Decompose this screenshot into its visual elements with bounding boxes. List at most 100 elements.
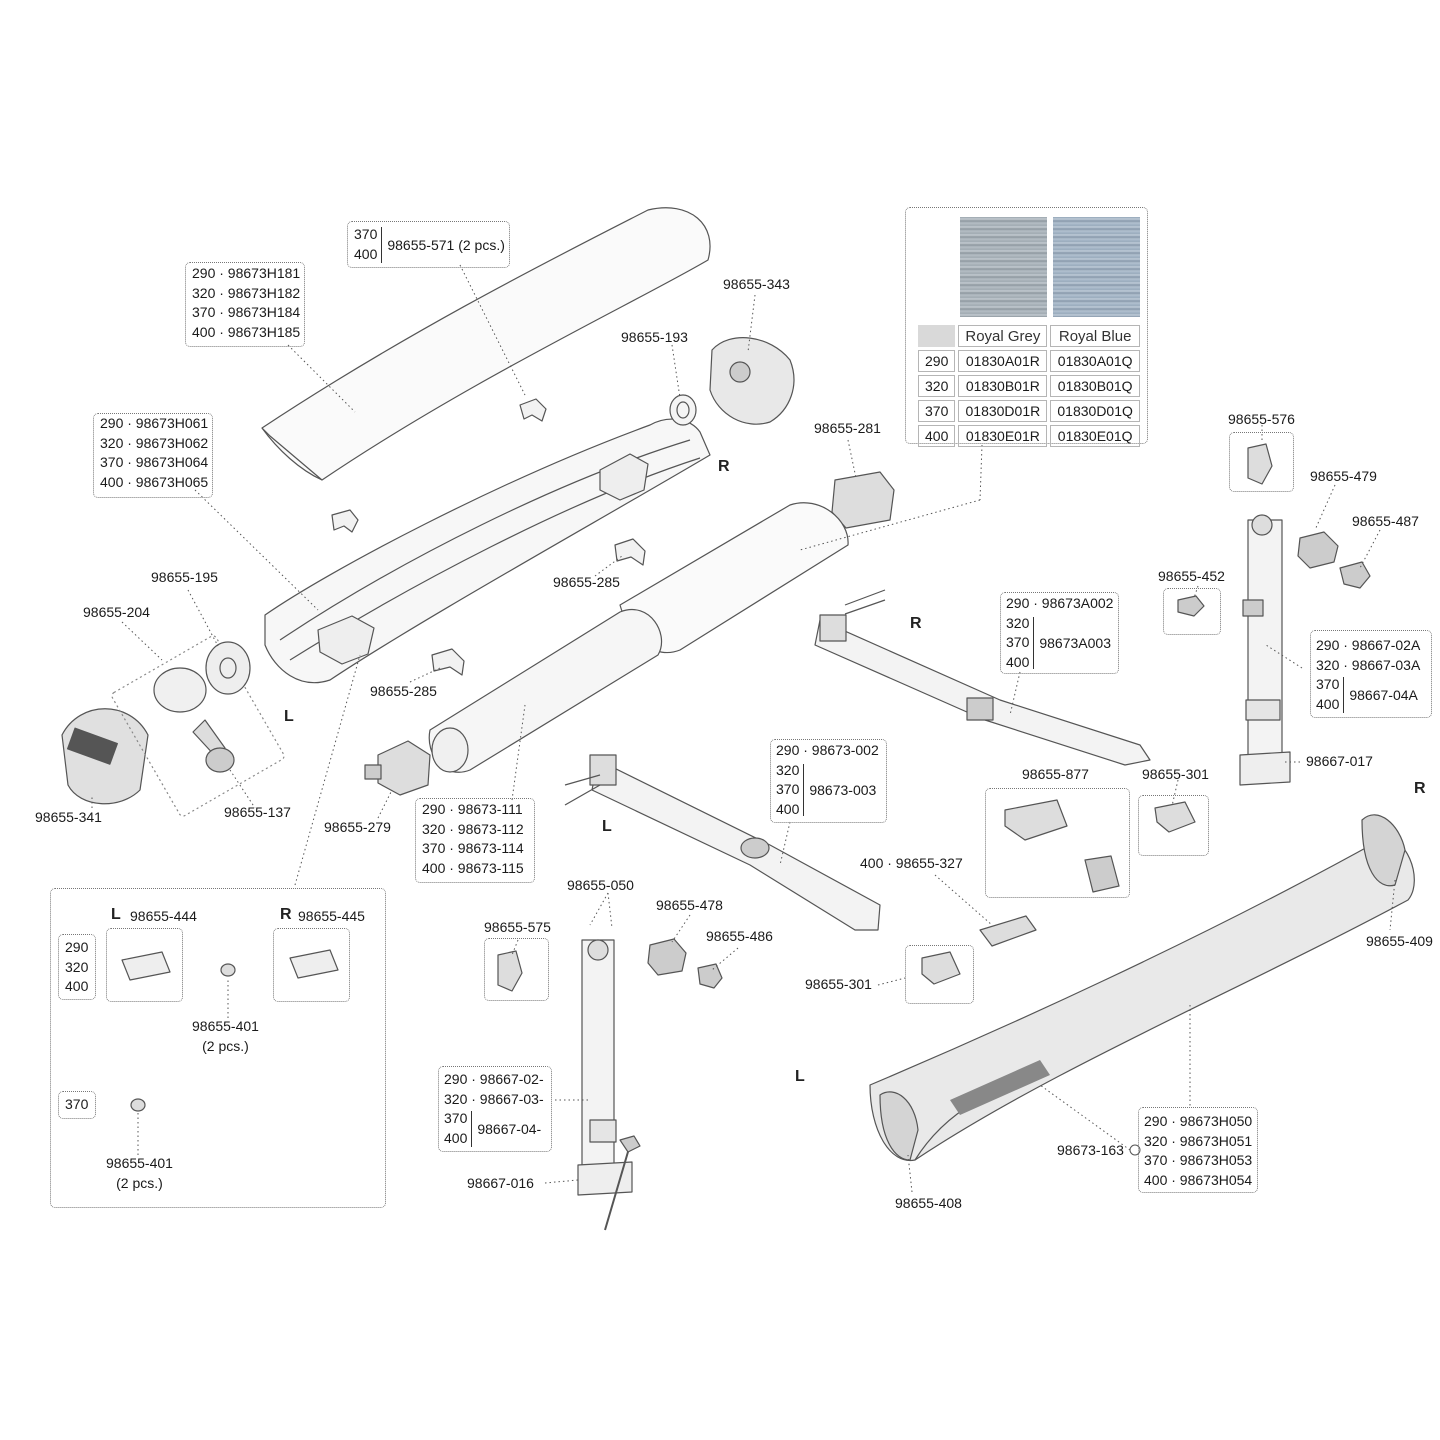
part-label-401: 98655-401 (2 pcs.): [192, 1017, 259, 1056]
roller-plug-r: [831, 471, 895, 529]
royal-blue-swatch: [1053, 217, 1140, 317]
part-label-h05: 290 · 98673H050 320 · 98673H051 370 · 98…: [1144, 1112, 1252, 1190]
part-label-445: 98655-445: [298, 908, 365, 924]
part-box-445: [273, 928, 350, 1002]
fabric-header-grey: Royal Grey: [958, 325, 1048, 347]
part-label-343: 98655-343: [723, 276, 790, 292]
part-label-487: 98655-487: [1352, 513, 1419, 529]
part-code: 290 · 98673H061: [100, 415, 209, 431]
cover-bracket: [519, 398, 547, 422]
part-code: 370 · 98673H184: [192, 304, 301, 320]
fabric-size: 400: [918, 425, 956, 447]
part-qty: (2 pcs.): [202, 1037, 249, 1054]
fabric-table-corner: [918, 325, 956, 347]
bracket-285-b: [431, 648, 465, 676]
arm-right: [814, 619, 1151, 766]
part-code: 290 · 98673-002: [776, 742, 879, 758]
fabric-code-grey: 01830B01R: [958, 375, 1048, 397]
leg-left: [581, 939, 615, 1181]
part-code: 400 · 98673H065: [100, 473, 209, 490]
fabric-table-box: [905, 207, 1148, 444]
side-label-l: L: [111, 906, 121, 923]
size-400: 400: [1316, 695, 1340, 712]
flange-plate: [205, 641, 251, 695]
part-code: 400 · 98673H185: [192, 323, 301, 340]
part-box-h06: [93, 413, 213, 498]
main-profile: [264, 418, 711, 684]
part-label-301: 98655-301: [805, 976, 872, 992]
part-code: 98655-401: [192, 1018, 259, 1034]
bracket-486: [697, 963, 723, 989]
part-label-193: 98655-193: [621, 329, 688, 345]
part-code: 98667-04A: [1343, 676, 1418, 713]
part-box-571: [347, 221, 510, 268]
fabric-code-blue: 01830D01Q: [1050, 400, 1140, 422]
part-label-285: 98655-285: [553, 574, 620, 590]
royal-grey-swatch: [960, 217, 1047, 317]
part-code: 320 · 98673H062: [100, 434, 209, 451]
part-code: 98673-003: [803, 763, 876, 816]
top-cover-edge: [261, 427, 323, 481]
part-qty: (2 pcs.): [116, 1174, 163, 1191]
part-box-h05: [1138, 1107, 1258, 1193]
part-label-478: 98655-478: [656, 897, 723, 913]
part-label-204: 98655-204: [83, 604, 150, 620]
profile-clip-2: [317, 615, 375, 665]
size-370: 370: [776, 781, 800, 797]
part-label-341: 98655-341: [35, 809, 102, 825]
part-code: 320 · 98673-112: [422, 820, 524, 837]
size-400: 400: [65, 978, 89, 994]
part-code: 370 · 98673H053: [1144, 1152, 1253, 1168]
part-box-452: [1163, 588, 1221, 635]
side-label-l: L: [284, 708, 294, 725]
cover-bracket-2: [331, 509, 359, 533]
bracket-478: [647, 938, 687, 976]
fabric-row: 320 01830B01R 01830B01Q: [918, 375, 1140, 397]
part-label-017: 98667-017: [1306, 753, 1373, 769]
bracket-327: [979, 915, 1037, 947]
side-label-r: R: [910, 615, 922, 632]
part-code: 290 · 98667-02-: [444, 1071, 544, 1087]
fabric-size: 370: [918, 400, 956, 422]
side-label-r: R: [280, 906, 292, 923]
fabric-code-grey: 01830D01R: [958, 400, 1048, 422]
part-code: 370 · 98673H064: [100, 454, 209, 470]
part-code: 320 · 98667-03-: [444, 1090, 544, 1107]
side-label-l: L: [795, 1068, 805, 1085]
part-code: 98655-571 (2 pcs.): [381, 226, 505, 263]
clip-301-a: [1154, 801, 1196, 833]
fabric-size: 290: [918, 350, 956, 372]
fabric-row: 400 01830E01R 01830E01Q: [918, 425, 1140, 447]
size-320: 320: [1006, 614, 1030, 631]
part-code: 290 · 98673H050: [1144, 1113, 1253, 1129]
slider-inset-box: [50, 888, 386, 1208]
part-box-111: [415, 798, 535, 883]
fabric-row: 370 01830D01R 01830D01Q: [918, 400, 1140, 422]
bracket-575: [497, 950, 523, 992]
part-code: 290 · 98673-111: [422, 801, 523, 817]
part-code: 320 · 98667-03A: [1316, 656, 1421, 673]
fabric-size: 320: [918, 375, 956, 397]
size-370: 370: [1006, 634, 1030, 650]
knob-452: [1177, 595, 1205, 617]
slider-444: [121, 951, 171, 981]
part-box-301: [1138, 795, 1209, 856]
part-code: 98673A003: [1033, 616, 1111, 669]
size-400: 400: [776, 800, 800, 817]
size-400: 400: [1006, 653, 1030, 670]
size-list-a: 290 320 400: [65, 938, 88, 997]
part-code: 98655-401: [106, 1155, 173, 1171]
fabric-code-blue: 01830B01Q: [1050, 375, 1140, 397]
fabric-code-blue: 01830E01Q: [1050, 425, 1140, 447]
roller-end-l: [377, 740, 431, 796]
bracket-877-a: [1004, 799, 1068, 841]
side-label-l: L: [602, 818, 612, 835]
part-label-137: 98655-137: [224, 804, 291, 820]
part-code: 400 · 98673-115: [422, 859, 524, 876]
clip-301-b: [921, 951, 961, 985]
side-label-r: R: [1414, 780, 1426, 797]
